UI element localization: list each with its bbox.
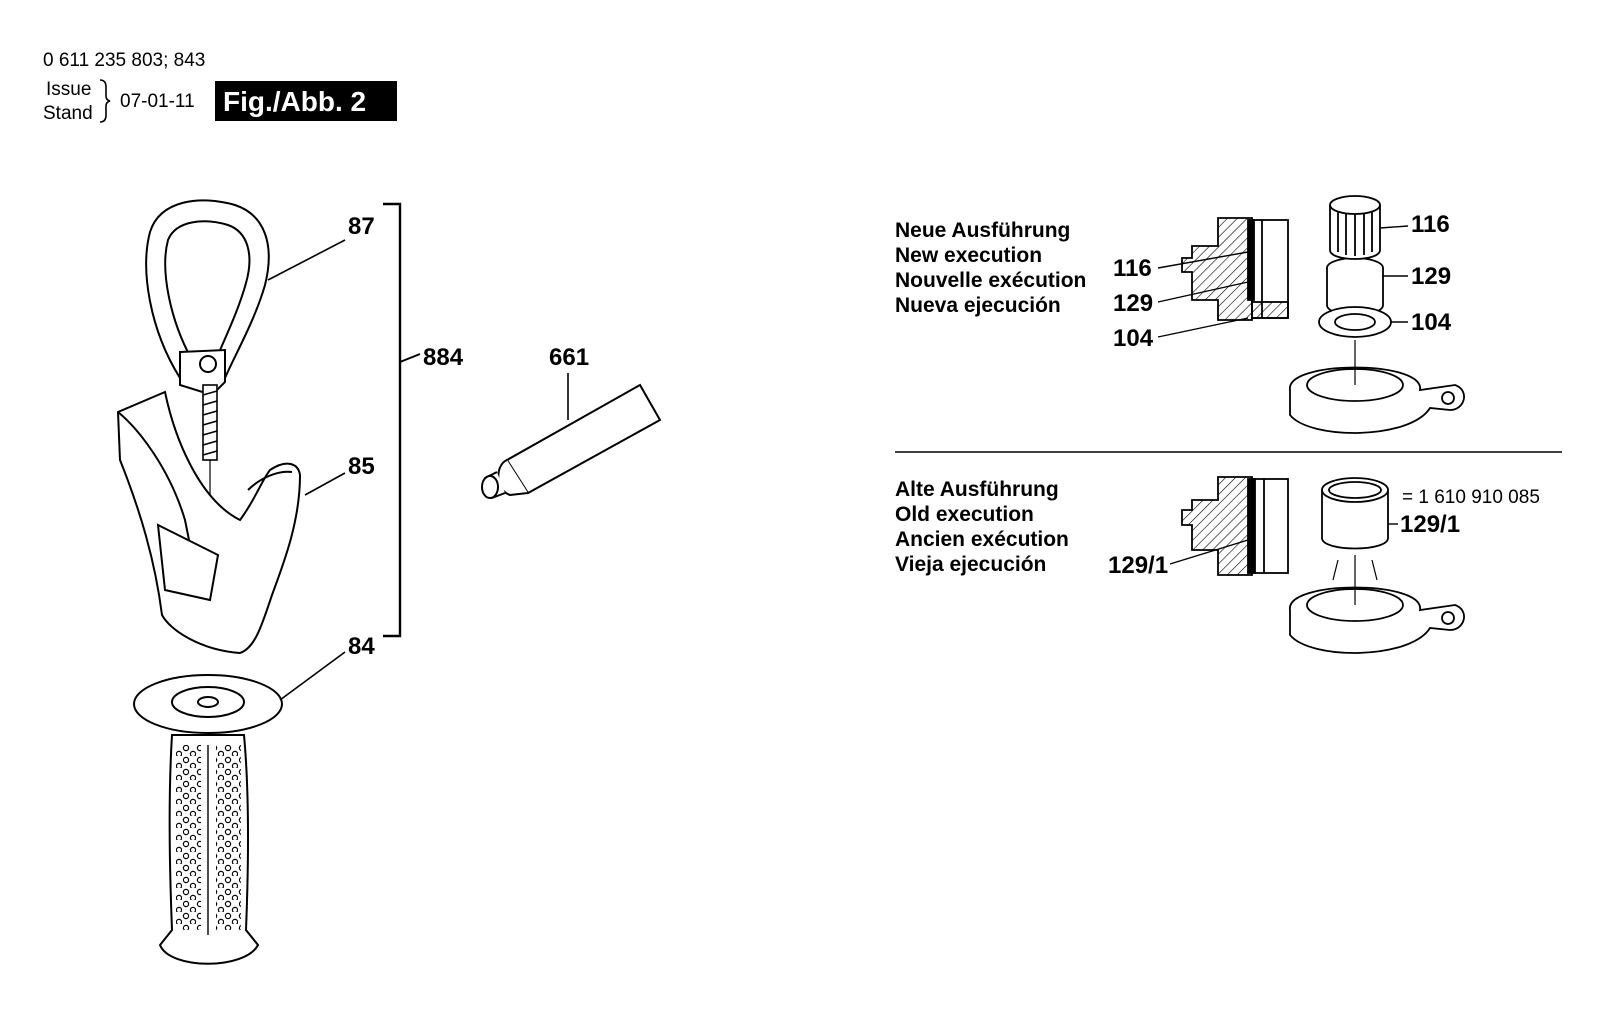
clamp-screw: [202, 384, 218, 461]
header-brace: [99, 79, 111, 123]
old-part-label-129-1: 129/1: [1400, 511, 1460, 538]
new-section-view: [1181, 217, 1289, 321]
new-section-label-129: 129: [1113, 290, 1153, 317]
new-execution-es: Nueva ejecución: [895, 294, 1061, 317]
old-execution-en: Old execution: [895, 503, 1034, 526]
leader-87: [267, 239, 346, 281]
new-execution-en: New execution: [895, 244, 1042, 267]
old-part-number: = 1 610 910 085: [1402, 487, 1540, 508]
issue-label: Issue: [46, 79, 91, 100]
new-parts-stack: [1289, 195, 1465, 434]
new-execution-de: Neue Ausführung: [895, 219, 1070, 242]
leader-85: [304, 472, 346, 496]
callout-87: 87: [348, 213, 375, 240]
callout-661: 661: [549, 344, 589, 371]
leader-84: [279, 651, 346, 701]
new-part-label-116: 116: [1411, 211, 1450, 238]
figure-label: Fig./Abb. 2: [223, 86, 366, 117]
leader-new-129: [1157, 281, 1249, 303]
new-section-label-116: 116: [1113, 255, 1152, 282]
leader-new-116: [1157, 251, 1249, 269]
leader-part-116: [1379, 225, 1409, 229]
issue-date: 07-01-11: [120, 91, 195, 112]
grip-handle-84: [133, 674, 283, 965]
old-execution-es: Vieja ejecución: [895, 553, 1046, 576]
new-part-label-104: 104: [1411, 309, 1452, 336]
clamp-band-87: [145, 199, 270, 397]
figure-badge: [215, 81, 397, 121]
old-parts-stack: [1289, 477, 1465, 654]
new-section-label-104: 104: [1113, 325, 1154, 352]
handle-holder-85: [116, 390, 302, 655]
callout-85: 85: [348, 453, 375, 480]
kit-bracket-884: [383, 202, 402, 638]
part-numbers: 0 611 235 803; 843: [43, 50, 205, 71]
callout-84: 84: [348, 633, 375, 660]
new-execution-fr: Nouvelle exécution: [895, 269, 1086, 292]
old-execution-fr: Ancien exécution: [895, 528, 1069, 551]
kit-leader-884: [399, 353, 421, 363]
leader-new-104: [1157, 317, 1249, 338]
old-execution-de: Alte Ausführung: [895, 478, 1059, 501]
stand-label: Stand: [43, 103, 93, 124]
old-section-view: [1181, 476, 1289, 576]
leader-old-129-1: [1169, 539, 1249, 565]
callout-884: 884: [423, 344, 464, 371]
old-section-label-129-1: 129/1: [1108, 552, 1168, 579]
new-part-label-129: 129: [1411, 263, 1451, 290]
grease-tube-661: [481, 383, 662, 500]
